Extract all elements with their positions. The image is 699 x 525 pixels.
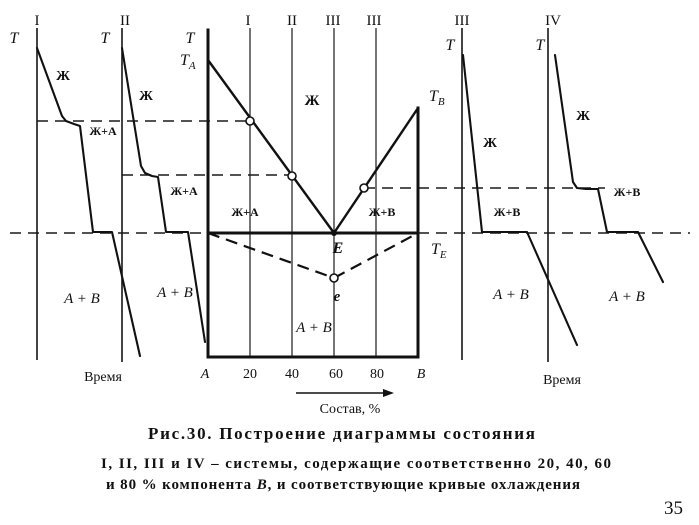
tick-label-b: B bbox=[417, 367, 426, 382]
time-axis-label-left: Время bbox=[84, 370, 122, 385]
cooling-curve-4: IV T Ж Ж+B A + B bbox=[536, 13, 665, 362]
region-two-phase-label: Ж+B bbox=[614, 185, 641, 199]
region-liquid-label: Ж bbox=[576, 109, 590, 124]
subscript: E bbox=[439, 249, 447, 261]
caption-line-2-start: и 80 % компонента bbox=[106, 477, 256, 493]
cooling-curve-line bbox=[553, 53, 665, 284]
point-e-marker bbox=[329, 273, 339, 283]
system-label-3: III bbox=[326, 13, 341, 29]
region-two-phase-label: Ж+A bbox=[170, 184, 198, 198]
melting-temp-b-label: TB bbox=[429, 88, 445, 108]
region-liquid-label: Ж bbox=[139, 89, 153, 104]
composition-arrow-head bbox=[383, 389, 394, 397]
composition-axis-label: Состав, % bbox=[320, 402, 381, 417]
region-solid-label: A + B bbox=[295, 320, 332, 336]
subscript: B bbox=[438, 96, 445, 108]
supercooling-dashed-left bbox=[207, 231, 335, 280]
page-number: 35 bbox=[664, 498, 683, 519]
curve-label: II bbox=[120, 13, 130, 29]
region-liquid-a-label: Ж+A bbox=[231, 205, 259, 219]
region-liquid-label: Ж bbox=[305, 93, 320, 109]
point-e-label: e bbox=[334, 289, 341, 305]
cooling-curve-3: III T Ж Ж+B A + B bbox=[446, 13, 579, 360]
axis-label: T bbox=[446, 37, 456, 54]
eutectic-point-marker bbox=[331, 230, 337, 236]
cooling-curve-line bbox=[120, 46, 207, 344]
region-two-phase-label: Ж+A bbox=[89, 124, 117, 138]
cooling-curve-line bbox=[35, 46, 142, 358]
cooling-curve-line bbox=[461, 53, 579, 347]
caption-line-1: I, II, III и IV – системы, содержащие со… bbox=[101, 456, 611, 472]
region-solid-label: A + B bbox=[156, 285, 193, 301]
system-label-2: II bbox=[287, 13, 297, 29]
phase-diagram: T TA TB TE I II III III A 20 40 60 80 B … bbox=[180, 13, 447, 417]
curve-label: III bbox=[455, 13, 470, 29]
liquidus-point-1 bbox=[245, 116, 255, 126]
cooling-curve-2: II T Ж Ж+A A + B bbox=[101, 13, 207, 362]
liquidus-point-4 bbox=[359, 183, 369, 193]
liquidus-left bbox=[207, 59, 335, 234]
liquidus-point-2 bbox=[287, 171, 297, 181]
caption-line-2-end: , и соответствующие кривые охлаждения bbox=[268, 477, 580, 493]
melting-temp-a-label: TA bbox=[180, 52, 196, 72]
time-axis-label-right: Время bbox=[543, 373, 581, 388]
region-solid-label: A + B bbox=[63, 291, 100, 307]
region-solid-label: A + B bbox=[608, 289, 645, 305]
supercooling-dashed-right bbox=[333, 232, 419, 279]
region-liquid-label: Ж bbox=[56, 69, 70, 84]
region-liquid-b-label: Ж+B bbox=[369, 205, 396, 219]
tick-label-60: 60 bbox=[329, 367, 343, 382]
axis-label: T bbox=[536, 37, 546, 54]
tick-label-80: 80 bbox=[370, 367, 384, 382]
caption-line-2-component: B bbox=[256, 477, 267, 493]
region-liquid-label: Ж bbox=[483, 136, 497, 151]
caption-line-2: и 80 % компонента B, и соответствующие к… bbox=[106, 477, 580, 493]
liquidus-right bbox=[333, 107, 419, 234]
tick-label-20: 20 bbox=[243, 367, 257, 382]
system-label-4: III bbox=[367, 13, 382, 29]
figure-caption: Рис.30. Построение диаграммы состояния I… bbox=[101, 424, 611, 493]
region-two-phase-label: Ж+B bbox=[494, 205, 521, 219]
curve-label: I bbox=[35, 13, 40, 29]
system-label-1: I bbox=[246, 13, 251, 29]
curve-label: IV bbox=[545, 13, 561, 29]
eutectic-temp-label: TE bbox=[431, 241, 447, 261]
tick-label-40: 40 bbox=[285, 367, 299, 382]
symbol: T bbox=[180, 52, 190, 69]
subscript: A bbox=[188, 60, 196, 72]
axis-label: T bbox=[10, 30, 20, 47]
axis-label: T bbox=[101, 30, 111, 47]
axis-label: T bbox=[186, 30, 196, 47]
eutectic-point-label: E bbox=[332, 240, 344, 257]
region-solid-label: A + B bbox=[492, 287, 529, 303]
tick-label-a: A bbox=[200, 367, 210, 382]
symbol: T bbox=[429, 88, 439, 105]
symbol: T bbox=[431, 241, 441, 258]
caption-title: Рис.30. Построение диаграммы состояния bbox=[148, 424, 535, 443]
cooling-curve-1: I T Ж Ж+A A + B bbox=[10, 13, 142, 360]
